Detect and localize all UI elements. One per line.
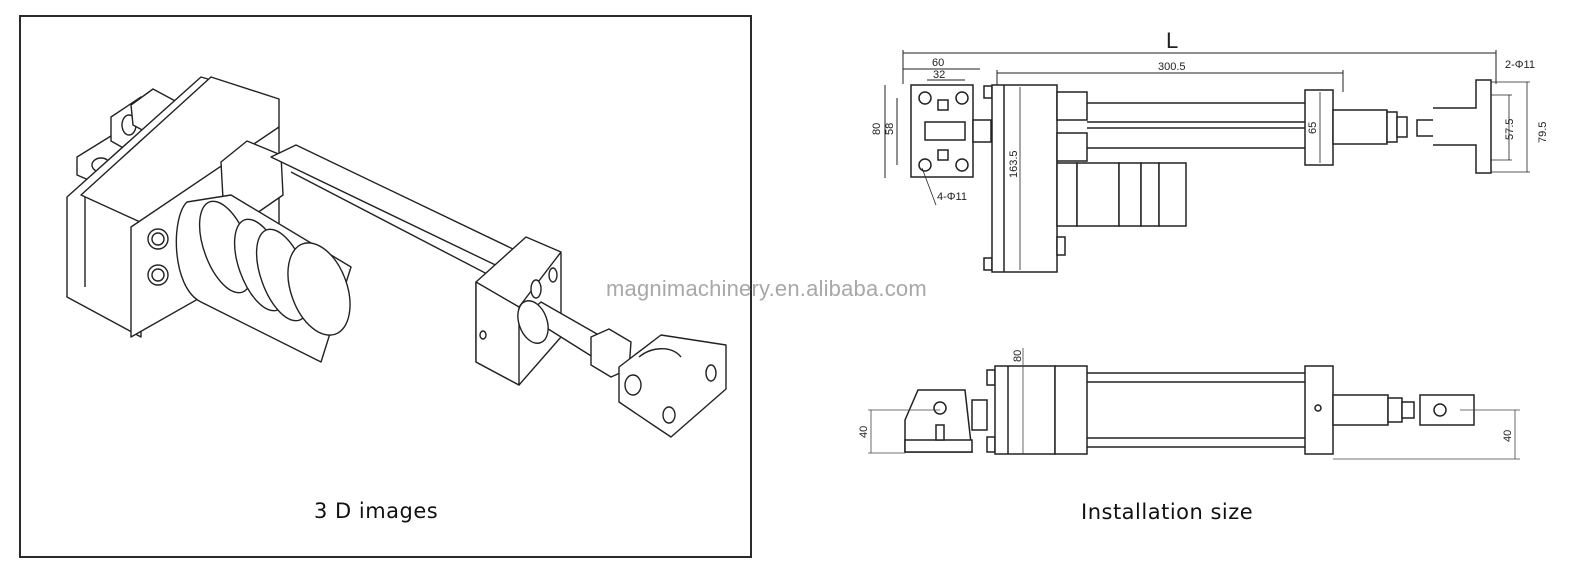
watermark-text: magnimachinery.en.alibaba.com	[606, 276, 927, 301]
dim-rear-mount-holes: 4-Φ11	[937, 191, 967, 203]
dim-body-length: 300.5	[1158, 61, 1186, 73]
dim-side-body-height: 80	[1012, 350, 1024, 362]
dim-rear-mount-width: 60	[932, 57, 944, 69]
dim-housing-height: 163.5	[1008, 150, 1020, 178]
caption-3d-images: 3 D images	[314, 499, 439, 523]
dim-clevis-height: 79.5	[1537, 122, 1549, 143]
dim-front-flange-height: 65	[1307, 122, 1319, 134]
dim-rear-mount-height: 80	[871, 123, 883, 135]
actuator-3d-drawing	[66, 76, 727, 438]
panel-3d-images: 3 D images	[19, 15, 752, 558]
dim-rear-mount-hole-vertical: 58	[884, 123, 896, 135]
dim-rear-mount-hole-spacing: 32	[933, 69, 945, 81]
dim-clevis-holes: 2-Φ11	[1505, 59, 1535, 71]
dim-rear-pivot-height: 40	[858, 426, 870, 438]
caption-installation-size: Installation size	[1081, 500, 1254, 524]
dim-overall-length: L	[1166, 28, 1178, 53]
dim-front-pivot-height: 40	[1502, 430, 1514, 442]
dim-clevis-hole-spacing: 57.5	[1504, 119, 1516, 140]
